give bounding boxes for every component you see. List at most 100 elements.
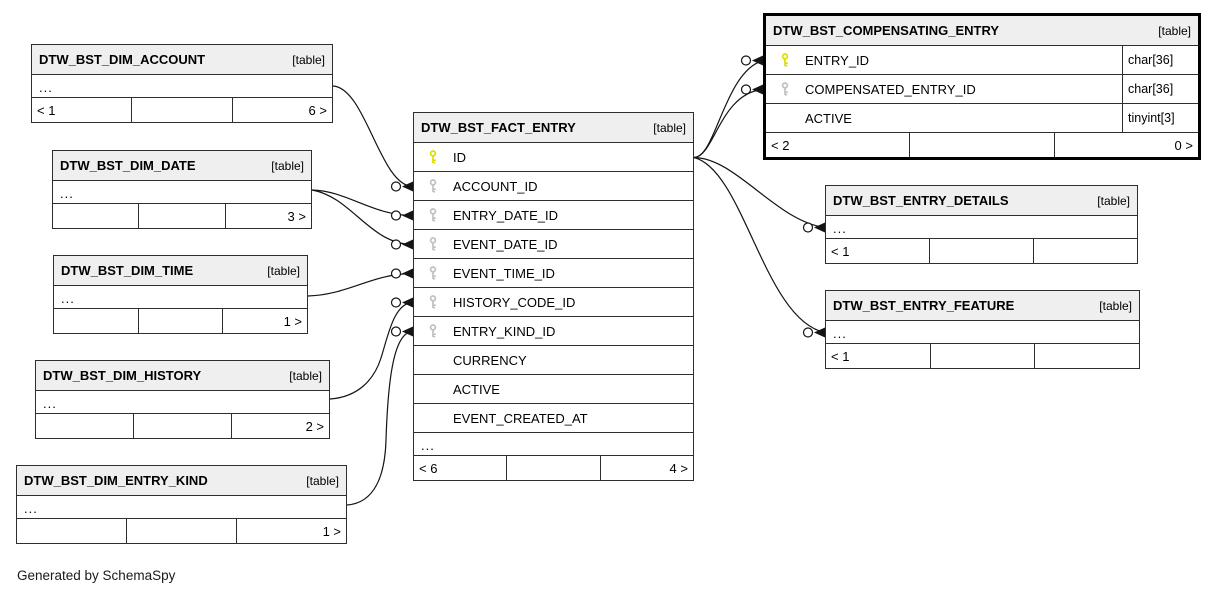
table-footer: 1 >	[54, 309, 307, 333]
column-type: char[36]	[1122, 46, 1198, 74]
footer-spacer-cell	[909, 133, 1053, 157]
ellipsis-row: ...	[17, 496, 346, 519]
imported-keys-count	[36, 414, 133, 438]
column-row-event_time_id[interactable]: EVENT_TIME_ID	[414, 259, 693, 288]
column-row-entry_id[interactable]: ENTRY_ID char[36]	[766, 46, 1198, 75]
foreign-key-icon	[414, 237, 453, 251]
column-row-account_id[interactable]: ACCOUNT_ID	[414, 172, 693, 201]
table-compensating-entry: DTW_BST_COMPENSATING_ENTRY[table]ENTRY_I…	[763, 13, 1201, 160]
column-row-event_created_at[interactable]: EVENT_CREATED_AT	[414, 404, 693, 433]
exported-keys-count: 6 >	[231, 98, 332, 122]
column-row-entry_kind_id[interactable]: ENTRY_KIND_ID	[414, 317, 693, 346]
table-type-tag: [table]	[1158, 23, 1191, 38]
table-header-dim-account[interactable]: DTW_BST_DIM_ACCOUNT[table]	[32, 45, 332, 75]
table-header-entry-feature[interactable]: DTW_BST_ENTRY_FEATURE[table]	[826, 291, 1139, 321]
foreign-key-icon	[414, 266, 453, 280]
exported-keys-count: 4 >	[599, 456, 693, 480]
table-footer: 1 >	[17, 519, 346, 543]
table-header-fact-entry[interactable]: DTW_BST_FACT_ENTRY[table]	[414, 113, 693, 143]
column-row-currency[interactable]: CURRENCY	[414, 346, 693, 375]
foreign-key-arrow-marker	[402, 239, 413, 250]
exported-keys-count	[1034, 344, 1139, 368]
column-type: char[36]	[1122, 75, 1198, 103]
footer-spacer-cell	[929, 344, 1035, 368]
table-header-entry-details[interactable]: DTW_BST_ENTRY_DETAILS [table]	[826, 186, 1137, 216]
zero-or-one-circle-marker	[390, 239, 402, 250]
relationship-line	[329, 301, 414, 400]
imported-keys-count	[54, 309, 138, 333]
table-name: DTW_BST_DIM_DATE	[60, 158, 196, 173]
imported-keys-count	[53, 204, 138, 228]
imported-keys-count: < 1	[831, 348, 850, 364]
foreign-key-icon	[414, 179, 453, 193]
foreign-key-icon	[766, 82, 805, 96]
table-footer: < 2 0 >	[766, 133, 1198, 157]
table-type-tag: [table]	[289, 368, 322, 383]
column-row-entry_date_id[interactable]: ENTRY_DATE_ID	[414, 201, 693, 230]
column-name: ENTRY_ID	[805, 52, 870, 68]
table-header-dim-time[interactable]: DTW_BST_DIM_TIME[table]	[54, 256, 307, 286]
table-header-dim-entry-kind[interactable]: DTW_BST_DIM_ENTRY_KIND [table]	[17, 466, 346, 496]
foreign-key-arrow-marker	[402, 210, 413, 221]
footer-spacer-cell	[133, 414, 231, 438]
table-fact-entry: DTW_BST_FACT_ENTRY[table]ID ACCOUNT_ID ENT…	[413, 112, 694, 481]
table-dim-entry-kind: DTW_BST_DIM_ENTRY_KIND [table]...1 >	[16, 465, 347, 544]
primary-key-icon	[766, 53, 805, 67]
zero-or-one-circle-marker	[390, 210, 402, 221]
foreign-key-icon	[414, 295, 453, 309]
table-name: DTW_BST_DIM_ENTRY_KIND	[24, 473, 208, 488]
relationship-line	[346, 330, 414, 506]
foreign-key-arrow-marker	[402, 268, 413, 279]
column-row-event_date_id[interactable]: EVENT_DATE_ID	[414, 230, 693, 259]
column-name: ENTRY_KIND_ID	[453, 323, 556, 339]
imported-keys-count: < 1	[37, 102, 56, 118]
foreign-key-icon	[414, 324, 453, 338]
column-name: ACCOUNT_ID	[453, 178, 538, 194]
ellipsis-row: ...	[36, 391, 329, 414]
table-entry-details: DTW_BST_ENTRY_DETAILS[table]...< 1	[825, 185, 1138, 264]
foreign-key-arrow-marker	[814, 222, 825, 233]
footer-spacer-cell	[137, 309, 223, 333]
table-footer: 3 >	[53, 204, 311, 228]
ellipsis-row: ...	[826, 321, 1139, 344]
table-name: DTW_BST_ENTRY_FEATURE	[833, 298, 1015, 313]
column-row-history_code_id[interactable]: HISTORY_CODE_ID	[414, 288, 693, 317]
column-name: ENTRY_DATE_ID	[453, 207, 558, 223]
table-header-dim-history[interactable]: DTW_BST_DIM_HISTORY[table]	[36, 361, 329, 391]
column-name: EVENT_CREATED_AT	[453, 410, 588, 426]
column-name: ACTIVE	[805, 110, 852, 126]
footer-spacer-cell	[929, 239, 1033, 263]
table-type-tag: [table]	[306, 473, 339, 488]
foreign-key-icon	[414, 208, 453, 222]
zero-or-one-circle-marker	[802, 222, 814, 233]
footer-spacer-cell	[506, 456, 599, 480]
table-header-dim-date[interactable]: DTW_BST_DIM_DATE[table]	[53, 151, 311, 181]
column-row-active[interactable]: ACTIVE	[414, 375, 693, 404]
column-row-id[interactable]: ID	[414, 143, 693, 172]
foreign-key-arrow-marker	[752, 55, 763, 66]
foreign-key-arrow-marker	[402, 181, 413, 192]
imported-keys-count: < 1	[831, 243, 850, 259]
relationship-line	[693, 59, 764, 159]
exported-keys-count: 3 >	[224, 204, 311, 228]
exported-keys-count: 0 >	[1053, 133, 1198, 157]
table-dim-date: DTW_BST_DIM_DATE[table]...3 >	[52, 150, 312, 229]
table-dim-time: DTW_BST_DIM_TIME[table]...1 >	[53, 255, 308, 334]
imported-keys-count: < 2	[771, 137, 790, 153]
table-header-compensating-entry[interactable]: DTW_BST_COMPENSATING_ENTRY[table]	[766, 16, 1198, 46]
exported-keys-count: 2 >	[231, 414, 329, 438]
relationship-line	[693, 156, 826, 229]
zero-or-one-circle-marker	[740, 55, 752, 66]
table-type-tag: [table]	[1097, 193, 1130, 208]
table-name: DTW_BST_ENTRY_DETAILS	[833, 193, 1009, 208]
ellipsis-row: ...	[414, 433, 693, 456]
table-name: DTW_BST_FACT_ENTRY	[421, 120, 576, 135]
table-type-tag: [table]	[292, 52, 325, 67]
zero-or-one-circle-marker	[390, 268, 402, 279]
column-name: CURRENCY	[453, 352, 527, 368]
table-dim-history: DTW_BST_DIM_HISTORY[table]...2 >	[35, 360, 330, 439]
table-footer: < 1	[826, 239, 1137, 263]
table-footer: < 1 6 >	[32, 98, 332, 122]
